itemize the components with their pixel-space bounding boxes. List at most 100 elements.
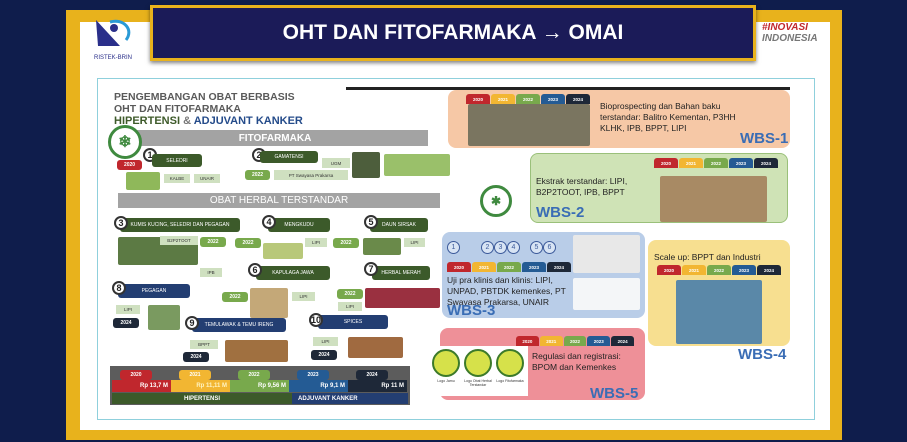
timeline-year: 2021: [679, 158, 703, 168]
subheading-amp: &: [183, 115, 192, 127]
timeline-year: 2024: [566, 94, 590, 104]
timeline-year: 2020: [516, 336, 539, 346]
timeline-year: 2022: [704, 158, 728, 168]
item-pill: TEMULAWAK & TEMU IRENG: [192, 318, 286, 332]
year-badge: 2020: [117, 160, 142, 170]
wbs-1-text: Bioprospecting dan Bahan baku terstandar…: [600, 101, 736, 133]
plant-image: [148, 305, 180, 330]
item-gamatensi: GAMATENSI: [260, 151, 318, 163]
slide-title: OHT DAN FITOFARMAKA → OMAI: [150, 5, 756, 61]
partner-tag: UNAIR: [194, 174, 220, 183]
wbs-3-text: Uji pra klinis dan klinis: LIPI, UNPAD, …: [447, 275, 566, 307]
ristek-brin-logo: RISTEK-BRIN: [86, 16, 140, 62]
timeline-year: 2021: [539, 336, 563, 346]
item-pill: PEGAGAN: [118, 284, 190, 298]
item-seledri: SELEDRI: [152, 154, 202, 167]
wbs-1-label: WBS-1: [740, 130, 789, 147]
partner-tag: B2P2TOOT: [160, 236, 198, 245]
budget-year: 2022: [238, 370, 270, 380]
timeline-year: 2022: [497, 262, 521, 272]
oht-logo-icon: ✱: [480, 185, 512, 217]
timeline-year: 2023: [541, 94, 565, 104]
subheading-hipertensi: HIPERTENSI: [114, 115, 181, 127]
year-badge: 2024: [113, 318, 139, 328]
timeline-year: 2020: [466, 94, 490, 104]
logo-fitofarmaka-icon: [496, 349, 524, 377]
partner-tag: LIPI: [292, 292, 315, 301]
budget-amount: Rp 13,7 M: [112, 380, 171, 392]
partner-tag: BPPT: [190, 340, 218, 349]
year-badge: 2022: [235, 238, 261, 248]
logo-caption: Logo Fitofarmaka: [496, 379, 524, 383]
item-number: 6: [248, 263, 262, 277]
wbs-2-label: WBS-2: [536, 204, 585, 221]
timeline-year: 2023: [522, 262, 546, 272]
wbs-5-label: WBS-5: [590, 385, 639, 402]
mouse-image: [573, 235, 640, 273]
budget-label-kanker: ADJUVANT KANKER: [292, 393, 408, 404]
timeline-year: 2022: [707, 265, 731, 275]
year-badge: 2022: [200, 237, 226, 247]
budget-year: 2020: [120, 370, 152, 380]
oht-bar: OBAT HERBAL TERSTANDAR: [118, 193, 440, 208]
plant-image: [348, 337, 403, 358]
item-pill: KUMIS KUCING, SELEDRI DAN PEGAGAN: [120, 218, 240, 232]
item-number: 4: [262, 215, 276, 229]
item-pill: DAUN SIRSAK: [370, 218, 428, 232]
timeline-year: 2021: [472, 262, 496, 272]
plant-image: [263, 243, 303, 259]
item-pill: HERBAL MERAH: [372, 266, 430, 280]
subheading: HIPERTENSI & ADJUVANT KANKER: [114, 115, 303, 127]
year-badge: 2022: [333, 238, 359, 248]
timeline-year: 2022: [563, 336, 587, 346]
clinical-chart-image: [573, 278, 640, 310]
timeline-year: 2020: [447, 262, 471, 272]
item-number: 3: [114, 216, 128, 230]
plant-image: [384, 154, 450, 176]
timeline-year: 2024: [547, 262, 571, 272]
subheading-kanker: ADJUVANT KANKER: [193, 115, 303, 127]
inovasi-sub: INDONESIA: [762, 33, 818, 44]
partner-tag: LIPI: [404, 238, 425, 247]
partner-tag: UGM: [322, 158, 350, 168]
item-number: 7: [364, 262, 378, 276]
phase-circle: 5: [530, 241, 543, 254]
timeline-year: 2021: [682, 265, 706, 275]
factory-image: [676, 280, 762, 344]
phase-circle: 2: [481, 241, 494, 254]
phase-circle: 3: [494, 241, 507, 254]
logo-text: RISTEK-BRIN: [93, 55, 132, 61]
phase-circle: 4: [507, 241, 520, 254]
plant-image: [225, 340, 288, 362]
budget-year: 2023: [297, 370, 329, 380]
year-badge: 2024: [311, 350, 337, 360]
timeline-year: 2023: [732, 265, 756, 275]
logo-caption: Logo Jamu: [437, 379, 455, 383]
partner-tag: LIPI: [116, 305, 140, 314]
item-number: 5: [364, 215, 378, 229]
item-pill: KAPULAGA JAWA: [256, 266, 330, 280]
plant-image: [352, 152, 380, 178]
wbs-2-text: Ekstrak terstandar: LIPI, B2P2TOOT, IPB,…: [536, 176, 628, 197]
item-number: 8: [112, 281, 126, 295]
year-badge: 2022: [337, 289, 363, 299]
celery-image: [126, 172, 160, 190]
plant-image: [365, 288, 440, 308]
item-pill: SPICES: [318, 315, 388, 329]
item-pill: MENGKUDU: [268, 218, 330, 232]
timeline-year: 2020: [654, 158, 678, 168]
inovasi-hash: #INOVASI: [762, 22, 808, 33]
year-badge: 2022: [245, 170, 270, 180]
logo-caption: Logo Obat Herbal Terstandar: [464, 379, 492, 387]
divider: [346, 87, 790, 90]
timeline-year: 2021: [491, 94, 515, 104]
phase-circle: 1: [447, 241, 460, 254]
partner-tag: LIPI: [313, 337, 338, 346]
wbs-4-text: Scale up: BPPT dan Industri: [654, 252, 761, 262]
wbs-5-text: Regulasi dan registrasi: BPOM dan Kemenk…: [532, 351, 621, 372]
partner-tag: LIPI: [338, 302, 362, 311]
